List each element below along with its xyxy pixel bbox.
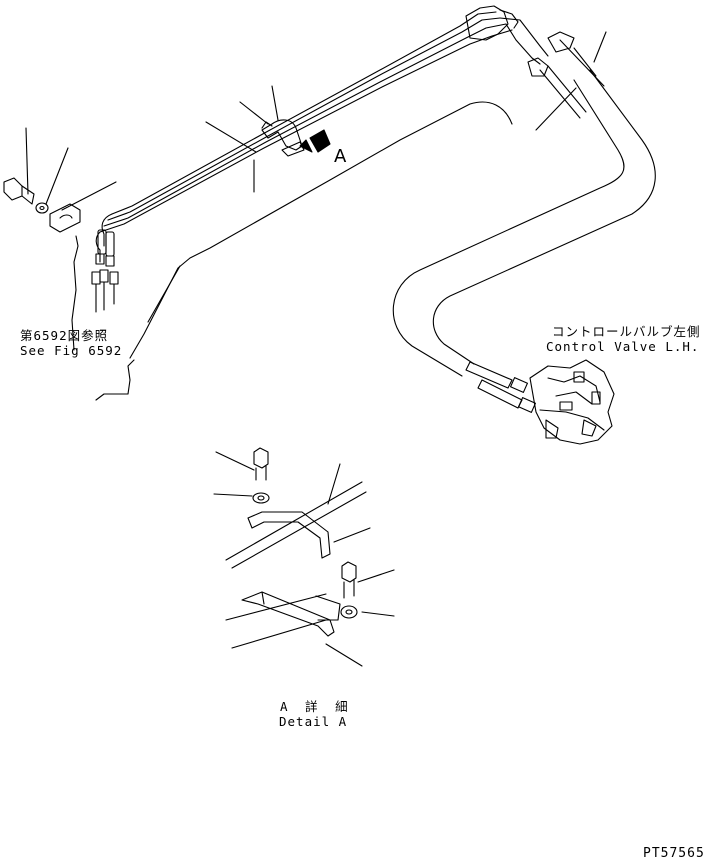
detail-a-upper-bolt (253, 448, 269, 503)
control-valve-label-en: Control Valve L.H. (546, 339, 700, 354)
long-hose-loop (393, 70, 655, 376)
steel-tube-bundle (96, 12, 548, 262)
detail-a-lower-bracket (226, 570, 394, 666)
tube-end-fittings-left (92, 230, 118, 312)
detail-a-title-jp: A 詳 細 (280, 699, 353, 714)
leader-lines (26, 32, 606, 322)
fig-reference-jp: 第6592図参照 (20, 328, 109, 343)
washer-part (36, 203, 48, 213)
fig-reference-en: See Fig 6592 (20, 343, 123, 358)
part-number: PT57565 (643, 846, 705, 861)
bolt-part (4, 178, 34, 204)
detail-a-title-en: Detail A (279, 714, 348, 729)
view-arrow-a (300, 130, 330, 152)
view-arrow-label: A (334, 146, 347, 167)
machine-frame-outline (72, 102, 512, 400)
detail-a-upper-clamp (214, 452, 370, 568)
clamp-half-part (50, 204, 80, 232)
control-valve-label-jp: コントロールバルブ左側 (552, 324, 701, 339)
tube-end-fittings-right (466, 6, 604, 118)
detail-a-lower-bolt (341, 562, 357, 618)
control-valve-lh (530, 360, 614, 444)
valve-hose-fittings (466, 362, 535, 412)
